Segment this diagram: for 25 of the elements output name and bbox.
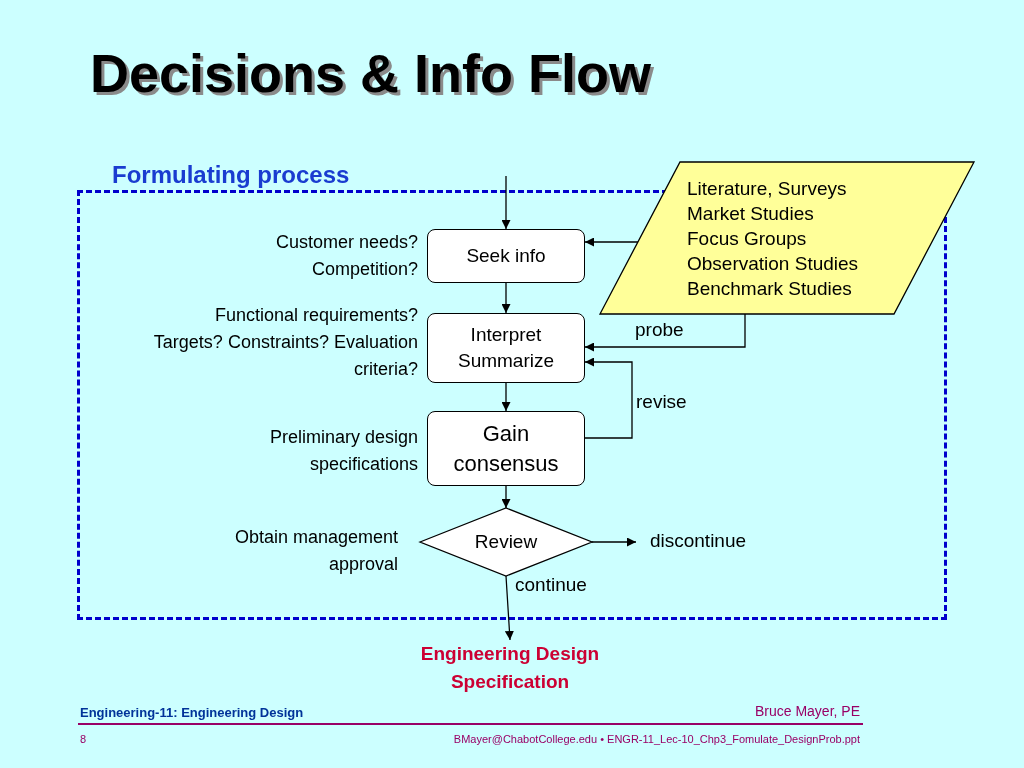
arrow	[501, 282, 511, 314]
process-box: Gain consensus	[427, 411, 585, 486]
arrow	[584, 313, 746, 352]
arrow	[584, 237, 639, 247]
node-caption: Customer needs? Competition?	[274, 231, 418, 281]
arrow	[501, 382, 511, 412]
process-box: Seek info	[427, 229, 585, 283]
footer-source: BMayer@ChabotCollege.edu • ENGR-11_Lec-10_Chp3_Fomulate_DesignProb.ppt	[453, 733, 860, 745]
arrow	[591, 537, 637, 547]
slide-title: Decisions & Info Flow	[90, 42, 652, 104]
arrow	[501, 485, 511, 509]
arrow	[504, 575, 514, 641]
node-caption: Preliminary design specifications	[268, 426, 418, 476]
slide-number: 8	[80, 733, 87, 745]
arrow	[584, 357, 633, 439]
flow-text: discontinue	[636, 527, 760, 557]
node-caption: Obtain management approval	[233, 526, 398, 576]
footer-course-title: Engineering-11: Engineering Design	[80, 705, 304, 720]
process-box: Interpret Summarize	[427, 313, 585, 383]
node-caption: Functional requirements? Targets? Constraints? Evaluation criteria?	[152, 304, 418, 381]
flow-text: Engineering Design Specification	[396, 640, 624, 696]
arrow	[501, 175, 511, 230]
data-parallelogram: Literature, Surveys Market Studies Focus Groups Observation Studies Benchmark Studies	[600, 162, 974, 314]
footer-author: Bruce Mayer, PE	[754, 703, 860, 719]
decision-diamond: Review	[420, 508, 592, 576]
